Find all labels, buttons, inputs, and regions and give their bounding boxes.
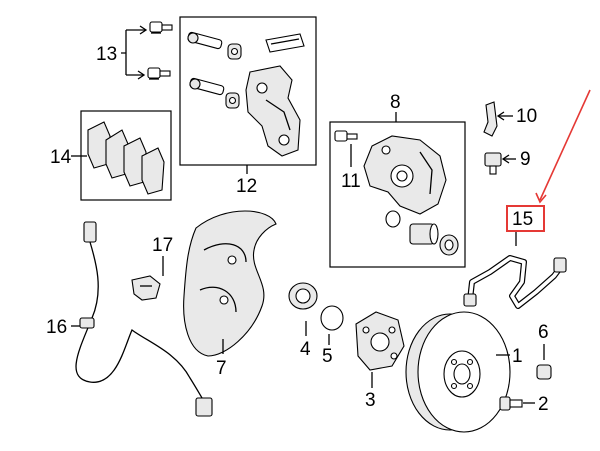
guide-pin-icon	[189, 77, 225, 96]
highlight-arrow	[539, 89, 591, 201]
part-7-dust-shield: 7	[183, 210, 277, 379]
highlight-box-15	[506, 205, 545, 232]
callout-16: 16	[46, 317, 67, 338]
callout-6: 6	[538, 322, 549, 343]
callout-3: 3	[365, 390, 376, 411]
part-14-brake-pads: 14	[50, 110, 172, 201]
bolt-icon	[149, 21, 173, 34]
part-13-bolts: 13	[96, 21, 173, 80]
part-3-wheel-hub: 3	[355, 311, 405, 411]
part-6-lug-nut: 6	[536, 322, 552, 380]
piston-icon	[409, 223, 439, 245]
part-8-caliper-kit: 8 11	[329, 92, 466, 268]
kit-box-8	[329, 121, 466, 268]
part-5-snap-ring: 5	[320, 305, 344, 367]
part-10-bracket: 10	[483, 101, 537, 137]
callout-15: 15	[512, 209, 533, 230]
callout-10: 10	[516, 106, 537, 127]
callout-2: 2	[538, 394, 549, 415]
callout-8: 8	[390, 92, 401, 113]
brake-caliper-icon	[363, 135, 447, 215]
part-2-bolt: 2	[499, 394, 549, 415]
callout-12: 12	[236, 176, 257, 197]
bleeder-bolt-icon	[334, 130, 358, 142]
brake-pad-icon	[87, 121, 165, 195]
callout-11: 11	[341, 171, 361, 192]
pin-boot-icon	[227, 43, 242, 60]
callout-13: 13	[96, 44, 117, 65]
part-9-fitting: 9	[484, 149, 531, 175]
piston-seal-icon	[385, 210, 401, 228]
pin-boot-icon	[225, 92, 240, 109]
part-1-brake-rotor: 1	[405, 311, 523, 433]
callout-17: 17	[152, 235, 173, 256]
caliper-bracket-icon	[245, 65, 301, 157]
brake-hose-icon	[463, 255, 567, 309]
callout-7: 7	[216, 358, 227, 379]
bolt-icon	[147, 67, 171, 80]
guide-pin-icon	[187, 31, 223, 50]
callout-9: 9	[520, 149, 531, 170]
part-15-brake-hose: 15	[463, 89, 591, 309]
part-17-sensor-bracket: 17	[131, 235, 173, 301]
callout-14: 14	[50, 147, 72, 168]
pad-clip-icon	[265, 33, 305, 53]
part-4-wheel-bearing: 4	[288, 282, 318, 360]
callout-5: 5	[322, 346, 333, 367]
piston-boot-icon	[439, 234, 459, 256]
callout-4: 4	[300, 339, 311, 360]
part-12-caliper-bracket-kit: 12	[179, 16, 317, 197]
kit-box-12	[179, 16, 317, 166]
part-16-abs-sensor: 16	[46, 221, 213, 417]
callout-1: 1	[512, 346, 523, 367]
